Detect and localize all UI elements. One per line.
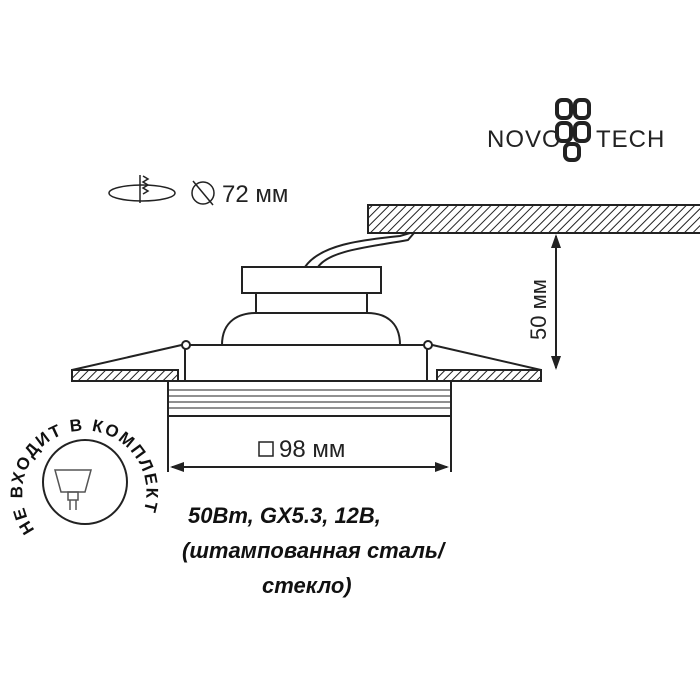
ceiling [367, 204, 700, 234]
svg-text:НЕ ВХОДИТ В КОМПЛЕКТ: НЕ ВХОДИТ В КОМПЛЕКТ [7, 415, 161, 538]
height-label: 50 мм [526, 279, 551, 340]
mr16-bulb-icon [54, 469, 92, 510]
width-label: 98 мм [279, 436, 345, 463]
spec-line-1: 50Вт, GX5.3, 12В, [188, 503, 381, 528]
cutout-label: 72 мм [222, 181, 288, 208]
badge-text: НЕ ВХОДИТ В КОМПЛЕКТ [7, 415, 159, 538]
brand-logo: NOVO TECH [487, 98, 665, 162]
spec-line-3: стекло) [262, 573, 352, 598]
spec-line-2: (штампованная сталь/ [182, 538, 445, 563]
cutout-diameter-icon [108, 175, 215, 206]
lamp-not-included-badge: НЕ ВХОДИТ В КОМПЛЕКТ [7, 415, 161, 538]
svg-text:TECH: TECH [596, 126, 665, 153]
width-dimension [170, 441, 449, 472]
wire [304, 232, 415, 268]
svg-text:NOVO: NOVO [487, 126, 562, 153]
height-dimension [551, 234, 561, 370]
fixture [71, 266, 542, 472]
